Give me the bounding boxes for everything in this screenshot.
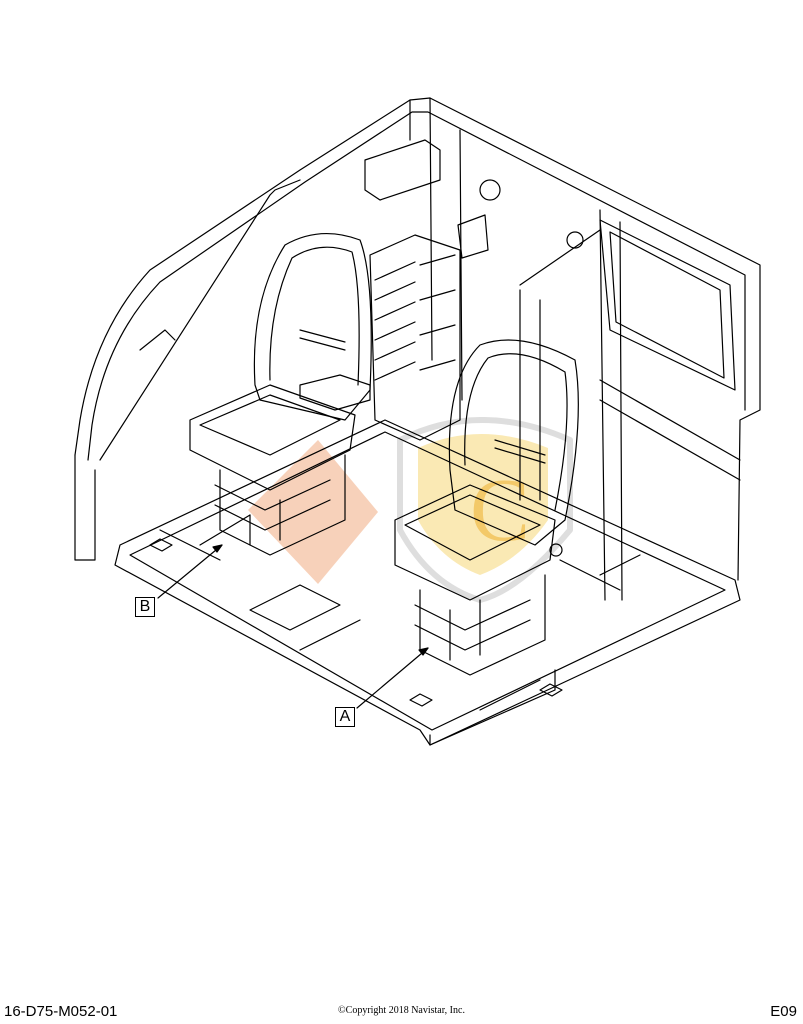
cab-floor xyxy=(114,419,741,746)
copyright-notice: ©Copyright 2018 Navistar, Inc. xyxy=(338,1005,465,1016)
figure-id: 16-D75-M052-01 xyxy=(4,1003,118,1020)
leader-arrow-a xyxy=(418,647,429,656)
page-code: E09 xyxy=(770,1003,797,1020)
leader-line-b xyxy=(157,544,223,599)
center-console xyxy=(364,139,584,441)
callout-a: A xyxy=(335,707,355,727)
seat-a xyxy=(394,339,579,676)
callout-b: B xyxy=(135,597,155,617)
navistar-watermark: C xyxy=(248,417,573,603)
leader-arrow-b xyxy=(212,544,223,553)
cab-frame xyxy=(74,97,761,601)
seat-b xyxy=(189,232,372,556)
watermark-orange-diamond xyxy=(248,440,378,584)
leader-line-a xyxy=(356,647,429,709)
